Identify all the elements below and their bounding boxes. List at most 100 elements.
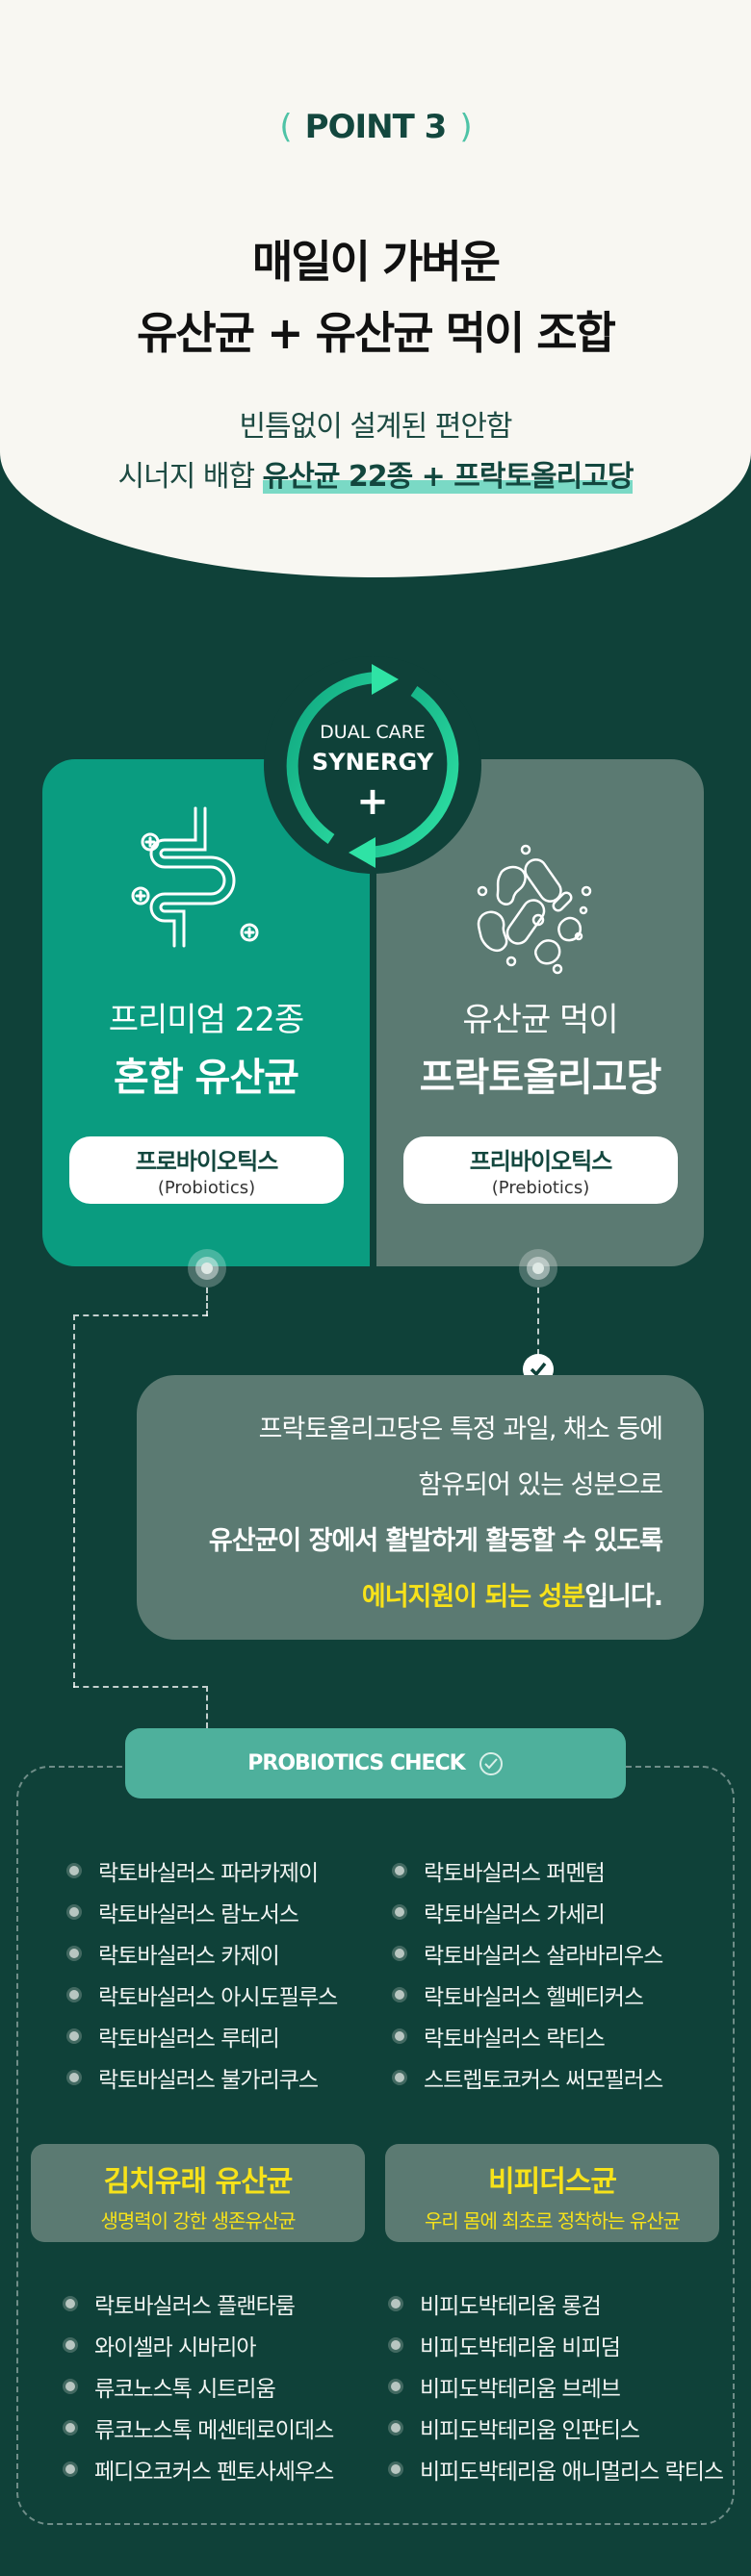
list-item: 락토바실러스 헬베티커스	[395, 1974, 662, 2015]
page-title-line2: 유산균 + 유산균 먹이 조합	[137, 307, 616, 359]
list-item: 비피도박테리움 애니멀리스 락티스	[391, 2448, 724, 2489]
list-item: 비피도박테리움 비피덤	[391, 2324, 723, 2365]
list-item: 비피도박테리움 브레브	[391, 2365, 723, 2407]
bullet-icon	[395, 1989, 404, 2000]
point-label: (POINT 3)	[279, 108, 472, 146]
bullet-icon	[69, 1865, 79, 1875]
strain-name: 락토바실러스 불가리쿠스	[98, 2067, 319, 2093]
strain-name: 류코노스톡 메센테로이데스	[94, 2417, 334, 2443]
info-line: 함유되어 있는 성분으로	[418, 1470, 663, 1500]
bullet-icon	[395, 1948, 404, 1958]
strain-name: 락토바실러스 카제이	[98, 1943, 280, 1969]
bullet-icon	[65, 2339, 75, 2350]
connector-dot	[519, 1249, 557, 1288]
bullet-icon	[391, 2422, 401, 2433]
strain-name: 락토바실러스 플랜타룸	[94, 2293, 296, 2319]
strain-name: 락토바실러스 살라바리우스	[424, 1943, 663, 1969]
list-item: 락토바실러스 루테리	[69, 2015, 337, 2056]
strain-name: 비피도박테리움 인판티스	[420, 2417, 640, 2443]
probiotics-card: 프리미엄 22종 혼합 유산균 프로바이오틱스(Probiotics)	[42, 759, 370, 1266]
bullet-icon	[395, 2030, 404, 2041]
bullet-icon	[395, 1906, 404, 1917]
strain-name: 락토바실러스 가세리	[424, 1901, 606, 1927]
card-line1: 유산균 먹이	[462, 1001, 618, 1039]
bullet-icon	[391, 2381, 401, 2391]
list-item: 락토바실러스 락티스	[395, 2015, 662, 2056]
list-item: 류코노스톡 시트리움	[65, 2365, 333, 2407]
prebiotics-pill: 프리바이오틱스(Prebiotics)	[403, 1136, 678, 1204]
list-item: 락토바실러스 불가리쿠스	[69, 2056, 337, 2098]
strain-name: 락토바실러스 파라카제이	[98, 1860, 319, 1886]
synergy-line1: DUAL CARE	[320, 722, 426, 743]
check-title: PROBIOTICS CHECK	[247, 1751, 465, 1775]
strain-name: 락토바실러스 퍼멘텀	[424, 1860, 606, 1886]
strain-name: 락토바실러스 루테리	[98, 2026, 280, 2052]
strain-name: 와이셀라 시바리아	[94, 2334, 257, 2360]
bullet-icon	[391, 2463, 401, 2474]
list-item: 페디오코커스 펜토사세우스	[65, 2448, 334, 2489]
bullet-icon	[391, 2339, 401, 2350]
info-line-highlight: 유산균이 장에서 활발하게 활동할 수 있도록	[208, 1526, 663, 1556]
cycle-arrows-icon	[286, 664, 459, 868]
list-item: 락토바실러스 퍼멘텀	[395, 1849, 662, 1891]
card-line2: 혼합 유산균	[114, 1056, 299, 1100]
bullet-icon	[65, 2298, 75, 2308]
strain-name: 류코노스톡 시트리움	[94, 2376, 276, 2402]
card-line2: 프락토올리고당	[419, 1056, 662, 1100]
bullet-icon	[69, 2030, 79, 2041]
list-item: 류코노스톡 메센테로이데스	[65, 2407, 334, 2448]
strain-name: 비피도박테리움 브레브	[420, 2376, 621, 2402]
intestine-icon	[131, 806, 259, 948]
bullet-icon	[69, 1906, 79, 1917]
probiotics-check-header: PROBIOTICS CHECK	[125, 1728, 626, 1798]
list-item: 스트렙토코커스 써모필러스	[395, 2056, 663, 2098]
list-item: 와이셀라 시바리아	[65, 2324, 333, 2365]
info-line: 입니다.	[584, 1582, 663, 1612]
connector-line	[73, 1686, 208, 1728]
probiotics-pill: 프로바이오틱스(Probiotics)	[69, 1136, 344, 1204]
list-item: 락토바실러스 살라바리우스	[395, 1932, 663, 1974]
bullet-icon	[65, 2422, 75, 2433]
subtitle-line1: 빈틈없이 설계된 편안함	[239, 410, 512, 444]
list-item: 락토바실러스 아시도필루스	[69, 1974, 338, 2015]
info-box: 프락토올리고당은 특정 과일, 채소 등에 함유되어 있는 성분으로 유산균이 …	[137, 1375, 704, 1640]
bullet-icon	[65, 2381, 75, 2391]
connector-dot	[188, 1249, 226, 1288]
list-item: 비피도박테리움 롱검	[391, 2283, 723, 2324]
connector-line	[73, 1314, 208, 1688]
info-line-highlight: 에너지원이 되는 성분	[361, 1582, 585, 1612]
list-item: 락토바실러스 카제이	[69, 1932, 337, 1974]
bullet-icon	[395, 1865, 404, 1875]
circle-check-icon	[479, 1751, 503, 1775]
synergy-line2: SYNERGY	[311, 749, 434, 776]
list-item: 락토바실러스 가세리	[395, 1891, 662, 1932]
bullet-icon	[69, 1989, 79, 2000]
bullet-icon	[391, 2298, 401, 2308]
synergy-badge: DUAL CARE SYNERGY +	[264, 656, 481, 874]
bullet-icon	[395, 2072, 404, 2082]
strain-name: 비피도박테리움 비피덤	[420, 2334, 621, 2360]
strain-name: 락토바실러스 람노서스	[98, 1901, 299, 1927]
bacteria-icon	[477, 844, 592, 975]
strain-name: 락토바실러스 아시도필루스	[98, 1984, 338, 2010]
strain-name: 비피도박테리움 애니멀리스 락티스	[420, 2459, 724, 2485]
list-item: 락토바실러스 파라카제이	[69, 1849, 337, 1891]
page-title-line1: 매일이 가벼운	[252, 236, 501, 288]
subtitle-line2: 시너지 배합 유산균 22종 + 프락토올리고당	[117, 460, 634, 494]
strain-name: 비피도박테리움 롱검	[420, 2293, 602, 2319]
list-item: 락토바실러스 람노서스	[69, 1891, 337, 1932]
strain-name: 락토바실러스 락티스	[424, 2026, 606, 2052]
connector-line	[206, 1288, 208, 1316]
plus-icon: +	[356, 779, 389, 824]
list-item: 락토바실러스 플랜타룸	[65, 2283, 333, 2324]
bullet-icon	[69, 1948, 79, 1958]
bullet-icon	[69, 2072, 79, 2082]
strain-name: 페디오코커스 펜토사세우스	[94, 2459, 334, 2485]
strain-name: 스트렙토코커스 써모필러스	[424, 2067, 663, 2093]
